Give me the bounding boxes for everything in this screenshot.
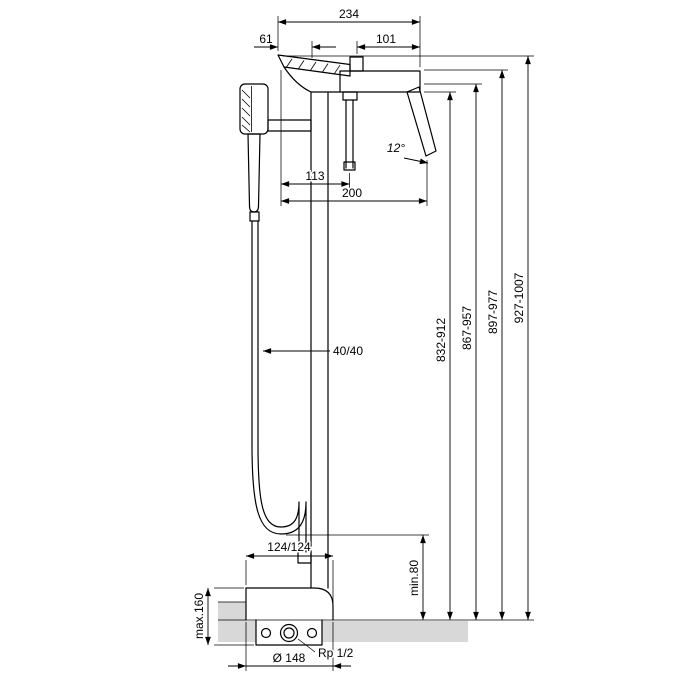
spout-body (339, 70, 421, 93)
waterfall-spout-trough (277, 54, 351, 77)
dim-label-897-977: 897-977 (486, 290, 500, 334)
dim-label-12deg: 12° (387, 141, 405, 155)
dimension-base-width: 124/124 (245, 539, 334, 603)
dim-label-61: 61 (259, 32, 273, 46)
floor-buildup-left (218, 602, 246, 642)
shower-holder-bracket (267, 119, 312, 132)
fixture-riser-column (310, 91, 329, 589)
dim-label-927-1007: 927-1007 (512, 272, 526, 323)
spout-trough-hatching (285, 58, 341, 75)
spout-underside (283, 66, 341, 93)
hose-nipple-end (343, 161, 356, 171)
fixture-hand-shower (239, 83, 312, 222)
fixture-spout (277, 54, 437, 171)
dim-label-min80: min.80 (407, 560, 421, 596)
annotation-pipe-size: 40/40 (263, 343, 365, 360)
dim-label-101: 101 (376, 32, 396, 46)
dimension-offset-200: 200 (281, 160, 428, 206)
dimension-max-160: max.160 (191, 587, 254, 646)
fixture-base (245, 587, 334, 646)
dimension-min-80: min.80 (286, 534, 429, 620)
annotation-connection-thread: Rp 1/2 (297, 638, 355, 662)
dimension-height-897-977: 897-977 (424, 69, 508, 620)
mounting-bolt-left (260, 627, 272, 639)
fixture-shower-hose (251, 220, 312, 564)
hand-shower-handle (247, 133, 261, 213)
annotation-handle-angle: 12° (385, 140, 429, 165)
dim-label-rp12: Rp 1/2 (318, 646, 354, 660)
dim-label-867-957: 867-957 (460, 306, 474, 350)
floor-section (218, 601, 534, 642)
dim-label-dia148: Ø 148 (273, 651, 306, 665)
floor-strip-left (246, 621, 256, 642)
dimension-width-101: 101 (356, 31, 420, 54)
hose-connector-nut (249, 211, 260, 222)
dimension-height-867-957: 867-957 (424, 83, 482, 620)
dimension-base-diameter: Ø 148 (228, 622, 351, 671)
dim-label-113: 113 (305, 169, 324, 183)
floor-strip-right (322, 621, 468, 642)
dimension-height-832-912: 832-912 (424, 91, 456, 620)
dim-label-832-912: 832-912 (434, 318, 448, 362)
supply-connection-thread (283, 627, 295, 639)
supply-connection-outer (279, 623, 299, 643)
dim-label-124-124: 124/124 (267, 540, 311, 554)
hose-nipple-collar (342, 91, 358, 101)
dim-label-4040: 40/40 (333, 344, 363, 358)
dimension-offset-113: 113 (280, 70, 350, 206)
dim-label-200: 200 (342, 186, 362, 200)
joystick-handle (406, 86, 437, 157)
mounting-bolt-right (306, 627, 318, 639)
dim-label-max160: max.160 (192, 593, 206, 639)
spray-face-hatching (241, 89, 251, 133)
dimension-width-61: 61 (254, 31, 336, 58)
base-escutcheon (245, 587, 334, 621)
dimension-width-total: 234 (277, 6, 421, 67)
diverter-knob (349, 56, 364, 72)
dimension-height-927-1007: 927-1007 (283, 55, 534, 620)
dim-label-234: 234 (339, 7, 359, 21)
